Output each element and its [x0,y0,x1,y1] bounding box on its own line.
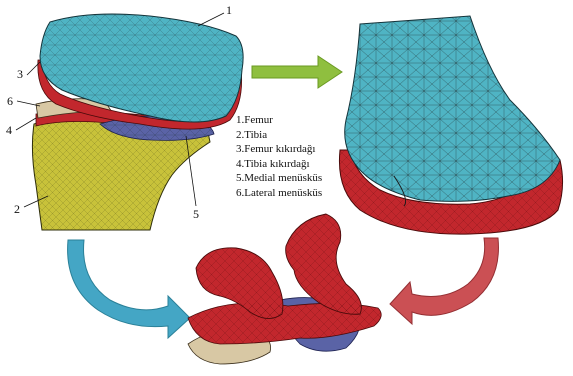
femur-mesh-view [339,16,562,234]
curved-arrow-left [68,240,190,338]
knee-assembly [16,13,243,230]
callout-tibia: 2 [14,203,20,215]
legend-item-femur-cartilage: 3.Femur kıkırdağı [236,142,322,157]
cartilage-mesh-view [188,214,381,364]
legend: 1.Femur 2.Tibia 3.Femur kıkırdağı 4.Tibi… [236,113,322,201]
callout-tibia-cartilage: 4 [6,124,12,136]
legend-item-lateral-meniscus: 6.Lateral menüsküs [236,186,322,201]
callout-medial-meniscus: 5 [193,208,199,220]
curved-arrow-right [390,238,498,324]
legend-item-tibia-cartilage: 4.Tibia kıkırdağı [236,157,322,172]
legend-item-medial-meniscus: 5.Medial menüsküs [236,171,322,186]
legend-item-tibia: 2.Tibia [236,128,322,143]
callout-femur: 1 [226,4,232,16]
legend-item-femur: 1.Femur [236,113,322,128]
green-arrow-shape [252,56,342,88]
callout-femur-cartilage: 3 [17,68,23,80]
callout-lateral-meniscus: 6 [7,95,13,107]
